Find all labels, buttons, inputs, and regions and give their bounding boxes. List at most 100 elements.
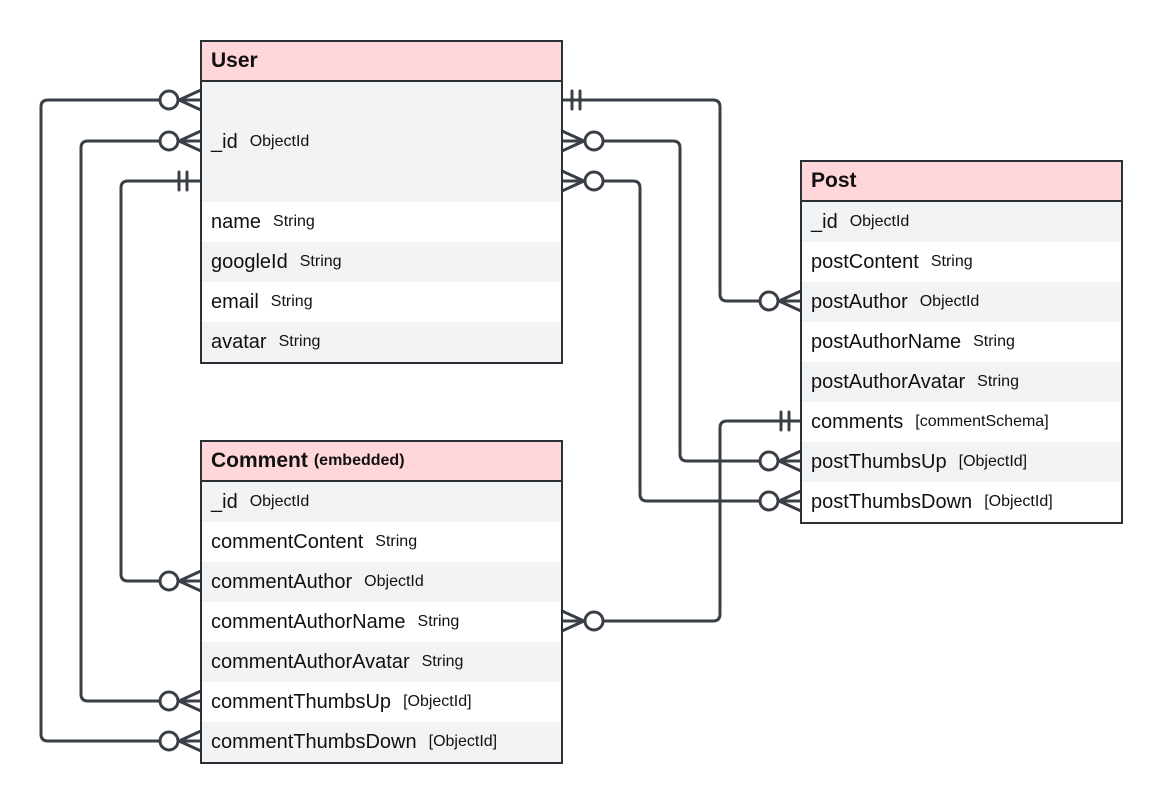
field-row: _id ObjectId [202, 82, 561, 202]
field-name: postAuthorAvatar [811, 370, 966, 393]
field-row: comments [commentSchema] [802, 402, 1121, 442]
zero-marker [158, 130, 180, 152]
field-type: [ObjectId] [958, 453, 1028, 470]
crowfoot-marker [777, 289, 803, 313]
field-name: email [211, 290, 259, 313]
field-type: [ObjectId] [984, 493, 1053, 510]
link-user-comment-author [119, 179, 203, 583]
field-type: ObjectId [249, 493, 310, 510]
field-name: commentAuthorAvatar [211, 650, 410, 673]
entity-title: User [211, 49, 258, 72]
field-row: commentAuthorAvatar String [202, 642, 561, 682]
entity-header: Comment (embedded) [202, 442, 561, 482]
crowfoot-marker [177, 689, 203, 713]
crowfoot-marker [177, 129, 203, 153]
crowfoot-marker [777, 449, 803, 473]
entity-title: Comment [211, 449, 308, 472]
field-type: String [299, 253, 342, 270]
link-user-post-author [560, 98, 803, 303]
field-type: String [977, 373, 1019, 390]
zero-marker [158, 730, 180, 752]
zero-marker [158, 690, 180, 712]
field-row: googleId String [202, 242, 561, 282]
field-name: _id [211, 130, 238, 153]
field-row: _id ObjectId [802, 202, 1121, 242]
field-type: String [375, 533, 418, 550]
field-name: postContent [811, 250, 919, 273]
field-row: postThumbsUp [ObjectId] [802, 442, 1121, 482]
field-name: postThumbsUp [811, 450, 947, 473]
field-type: ObjectId [249, 133, 310, 150]
field-name: _id [211, 490, 238, 513]
field-name: comments [811, 410, 904, 433]
field-type: [commentSchema] [915, 413, 1049, 430]
field-type: String [930, 253, 973, 270]
field-type: [ObjectId] [403, 693, 472, 710]
field-type: String [421, 653, 464, 670]
zero-marker [758, 290, 780, 312]
field-row: commentThumbsUp [ObjectId] [202, 682, 561, 722]
field-row: email String [202, 282, 561, 322]
field-name: googleId [211, 250, 288, 273]
link-user-post-thumbsdown [560, 179, 803, 503]
field-row: name String [202, 202, 561, 242]
link-post-comments-comment [560, 419, 803, 623]
zero-marker [158, 570, 180, 592]
field-name: _id [811, 210, 838, 233]
field-type: [ObjectId] [428, 733, 498, 750]
field-type: String [973, 333, 1015, 350]
crowfoot-marker [177, 88, 203, 112]
crowfoot-marker [177, 729, 203, 753]
field-row: avatar String [202, 322, 561, 362]
field-row: commentAuthor ObjectId [202, 562, 561, 602]
zero-marker [758, 490, 780, 512]
one-marker [177, 170, 189, 192]
link-user-comment-thumbsdown [39, 98, 203, 743]
field-name: name [211, 210, 262, 233]
field-type: ObjectId [364, 573, 424, 590]
crowfoot-marker [560, 169, 586, 193]
field-name: commentAuthorName [211, 610, 406, 633]
crowfoot-marker [777, 489, 803, 513]
field-name: postThumbsDown [811, 490, 973, 513]
field-row: commentAuthorName String [202, 602, 561, 642]
field-type: String [417, 613, 460, 630]
field-row: postAuthorAvatar String [802, 362, 1121, 402]
field-type: ObjectId [919, 293, 980, 310]
entity-header: Post [802, 162, 1121, 202]
field-type: String [270, 293, 313, 310]
field-type: String [273, 213, 315, 230]
crowfoot-marker [560, 609, 586, 633]
field-name: commentContent [211, 530, 364, 553]
field-row: postAuthorName String [802, 322, 1121, 362]
one-marker [570, 89, 582, 111]
field-row: commentThumbsDown [ObjectId] [202, 722, 561, 762]
entity-user: User _id ObjectId name String googleId S… [200, 40, 563, 364]
zero-marker [158, 89, 180, 111]
zero-marker [583, 130, 605, 152]
entity-header: User [202, 42, 561, 82]
field-type: ObjectId [849, 213, 910, 230]
entity-title: Post [811, 169, 857, 192]
field-row: _id ObjectId [202, 482, 561, 522]
link-user-comment-thumbsup [79, 139, 203, 703]
field-row: postAuthor ObjectId [802, 282, 1121, 322]
link-user-post-thumbsup [560, 139, 803, 463]
zero-marker [758, 450, 780, 472]
field-name: commentThumbsUp [211, 690, 392, 713]
field-type: String [278, 333, 321, 350]
field-row: postThumbsDown [ObjectId] [802, 482, 1121, 522]
field-name: avatar [211, 330, 267, 353]
field-name: postAuthorName [811, 330, 962, 353]
entity-post: Post _id ObjectId postContent String pos… [800, 160, 1123, 524]
field-name: commentAuthor [211, 570, 353, 593]
field-row: postContent String [802, 242, 1121, 282]
field-name: postAuthor [811, 290, 908, 313]
field-row: commentContent String [202, 522, 561, 562]
one-marker [779, 410, 791, 432]
zero-marker [583, 610, 605, 632]
entity-subtitle: (embedded) [313, 452, 405, 469]
field-name: commentThumbsDown [211, 730, 417, 753]
crowfoot-marker [177, 569, 203, 593]
